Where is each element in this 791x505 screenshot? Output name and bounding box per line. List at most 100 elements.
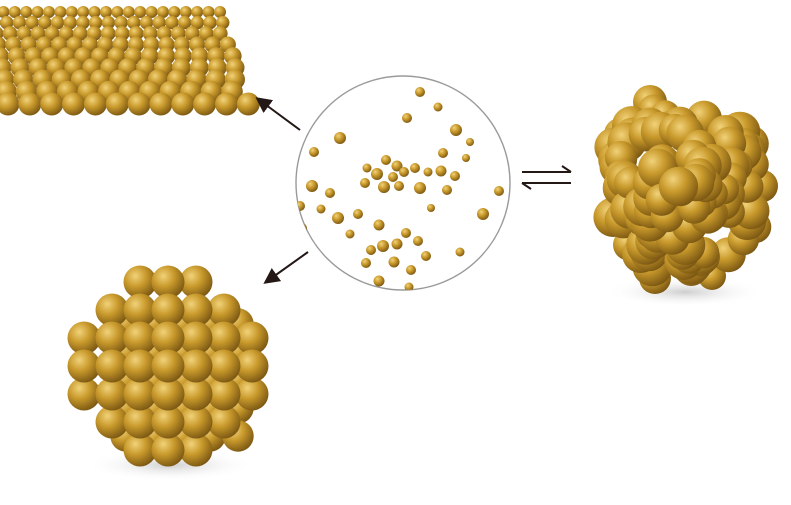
dispersed-atom xyxy=(366,245,376,255)
film-atom xyxy=(122,6,135,18)
dispersed-atom xyxy=(404,282,414,290)
film-atom xyxy=(0,92,20,116)
amorphous-atom xyxy=(658,166,699,206)
film-atom xyxy=(139,15,154,30)
film-atom xyxy=(127,92,151,116)
film-atom xyxy=(127,15,141,30)
film-atom xyxy=(149,92,173,116)
dispersed-atom xyxy=(455,247,465,257)
film-atom xyxy=(25,15,39,30)
crystal-atom xyxy=(179,349,213,383)
dispersed-atom xyxy=(438,148,448,158)
amorphous-cluster xyxy=(593,85,778,294)
dispersed-atom xyxy=(378,181,390,193)
crystal-atom xyxy=(179,293,213,327)
film-atom xyxy=(50,15,65,30)
crystal-atom xyxy=(235,321,269,355)
film-atom xyxy=(203,15,217,30)
dispersed-atom xyxy=(388,256,400,268)
dispersed-atom xyxy=(388,172,398,182)
arrow-to-crystal xyxy=(263,251,309,284)
crystal-atom xyxy=(207,405,241,439)
crystal-atom xyxy=(95,293,129,327)
dispersed-atom xyxy=(394,181,404,191)
film-atom xyxy=(63,15,77,30)
dispersed-atom xyxy=(360,178,370,188)
crystal-atom xyxy=(179,377,213,411)
film-atom xyxy=(38,15,52,30)
dispersed-atom xyxy=(377,240,389,252)
film-atom xyxy=(190,15,204,30)
crystal-atom xyxy=(95,321,129,355)
dispersed-atom xyxy=(406,265,416,275)
dispersed-atom xyxy=(466,138,474,146)
film-atom xyxy=(177,15,192,30)
crystal-atom xyxy=(151,293,185,327)
film-atom xyxy=(165,15,179,30)
crystal-atom xyxy=(123,433,157,467)
crystal-atom xyxy=(123,321,157,355)
dispersed-atom xyxy=(325,188,335,198)
film-atom xyxy=(152,15,166,30)
film-atom xyxy=(111,6,124,18)
film-atom xyxy=(83,92,107,116)
crystal-atom xyxy=(67,349,101,383)
dispersed-atom xyxy=(433,102,443,112)
dispersed-atom xyxy=(371,168,383,180)
crystal-atom xyxy=(67,377,101,411)
dispersed-atom xyxy=(373,219,385,231)
film-atom xyxy=(18,92,42,116)
crystal-atom xyxy=(123,349,157,383)
film-atom xyxy=(62,92,85,116)
dispersed-atom xyxy=(306,180,318,192)
film-atom xyxy=(77,6,90,18)
dispersed-atom xyxy=(450,124,462,136)
dispersed-atom xyxy=(450,171,460,181)
dispersed-atom xyxy=(413,236,423,246)
crystal-atom xyxy=(151,349,185,383)
dispersed-atom xyxy=(345,229,355,239)
dispersed-atom xyxy=(381,155,391,165)
dispersed-atom xyxy=(399,167,409,177)
film-atom xyxy=(134,6,147,18)
dispersed-atom xyxy=(494,186,504,196)
dispersed-atom xyxy=(353,209,363,219)
dispersed-atom xyxy=(296,201,305,211)
film-atom xyxy=(0,15,14,30)
film-atom xyxy=(12,15,27,30)
crystal-atom xyxy=(123,265,157,299)
dispersed-atom xyxy=(477,208,489,220)
film-atom xyxy=(191,6,204,18)
crystal-atom xyxy=(235,377,269,411)
film-atom xyxy=(212,26,228,41)
dispersed-atom xyxy=(362,163,372,173)
film-atom xyxy=(168,6,181,18)
film-atom xyxy=(105,92,129,116)
dispersed-atom xyxy=(332,212,344,224)
film-atom xyxy=(202,6,215,18)
film-atom xyxy=(31,6,44,18)
crystalline-cluster xyxy=(67,265,269,467)
dispersed-atom xyxy=(391,238,403,250)
film-atom xyxy=(54,6,67,18)
crystal-atom xyxy=(151,377,185,411)
dispersed-atom xyxy=(415,87,425,97)
crystal-atom xyxy=(207,349,241,383)
film-atom xyxy=(101,15,116,30)
dispersed-atom xyxy=(462,154,470,162)
film-atom xyxy=(157,6,169,18)
crystal-atom xyxy=(95,405,129,439)
dispersed-atom xyxy=(442,185,452,195)
monolayer-film xyxy=(0,6,260,116)
crystal-atom xyxy=(235,349,269,383)
film-atom xyxy=(214,6,226,18)
crystal-atom xyxy=(151,405,185,439)
crystal-atom xyxy=(207,321,241,355)
arrow-to-film xyxy=(255,97,301,131)
crystal-atom xyxy=(179,433,213,467)
crystal-atom xyxy=(123,293,157,327)
film-atom xyxy=(179,6,192,18)
dispersed-atom xyxy=(373,275,385,287)
dispersed-atom xyxy=(410,163,420,173)
